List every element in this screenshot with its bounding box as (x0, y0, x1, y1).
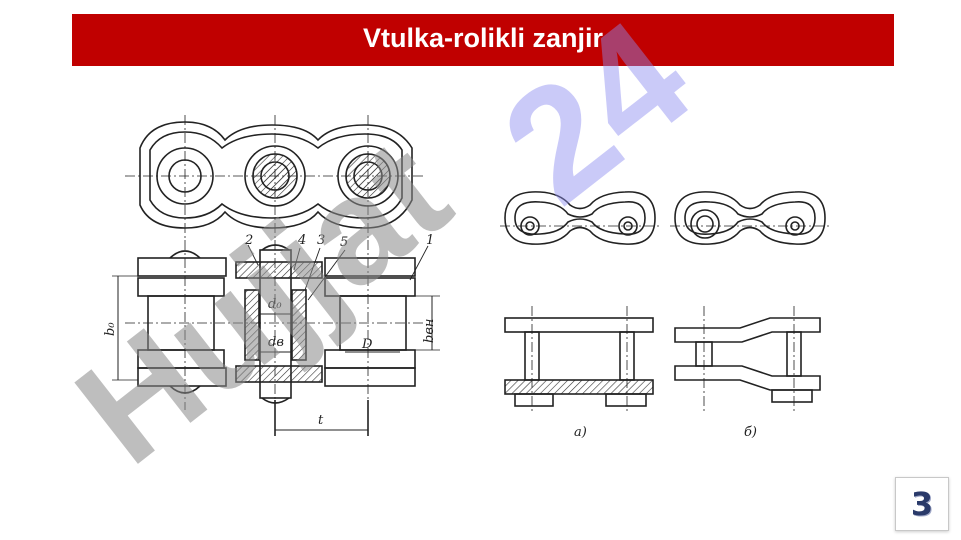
chain-top-view (125, 115, 425, 240)
variant-a-label: a) (574, 425, 587, 440)
part-label-2: 2 (244, 233, 253, 248)
t-label: t (318, 413, 324, 428)
slide-title: Vtulka-rolikli zanjir (362, 22, 604, 53)
page-number-box: 3 (895, 477, 949, 531)
part-label-5: 5 (340, 235, 348, 250)
connecting-link-a (500, 191, 660, 412)
dB-label: dв (268, 335, 284, 350)
page-number: 3 (910, 485, 934, 523)
part-label-3: 3 (317, 233, 325, 248)
D-label: D (361, 337, 373, 352)
dimension-labels: 2 4 3 5 1 d₀ dв b₀ bвн D t (103, 233, 437, 428)
b0-label: b₀ (103, 322, 118, 336)
connecting-link-b (670, 191, 830, 412)
variant-b-label: б) (744, 425, 757, 440)
bBN-label: bвн (422, 319, 437, 343)
d0-label: d₀ (268, 297, 282, 312)
title-bar: Vtulka-rolikli zanjir (72, 14, 894, 66)
part-label-1: 1 (426, 233, 434, 248)
chain-section-view (112, 240, 440, 436)
part-label-4: 4 (297, 233, 306, 248)
